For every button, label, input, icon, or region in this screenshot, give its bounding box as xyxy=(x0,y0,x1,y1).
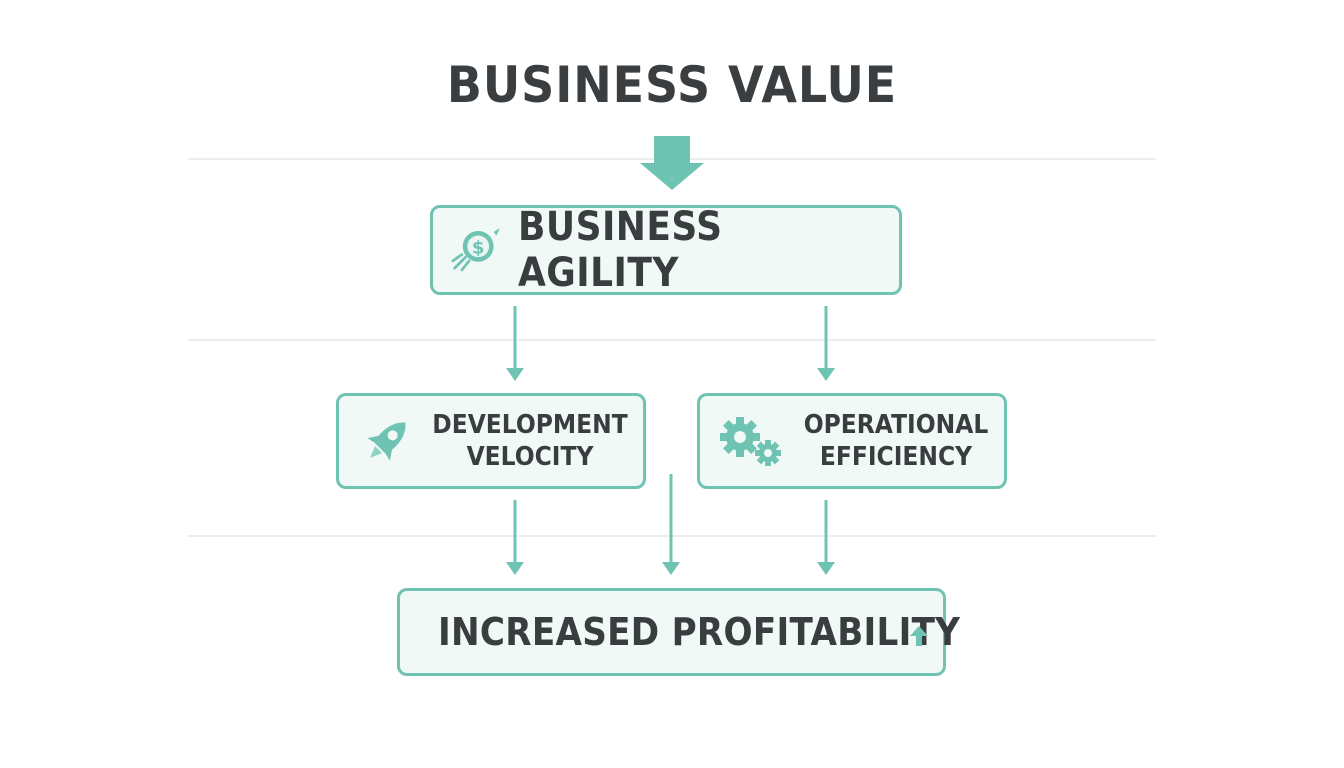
node-label: BUSINESS AGILITY xyxy=(517,204,723,296)
node-label: OPERATIONAL EFFICIENCY xyxy=(799,409,993,473)
diagram-title: BUSINESS VALUE xyxy=(446,56,898,114)
arrow-agility-to-development xyxy=(506,306,524,381)
node-increased-profitability: INCREASED PROFITABILITY xyxy=(397,588,960,676)
node-label: INCREASED PROFITABILITY xyxy=(438,610,961,654)
arrow-development-to-profit xyxy=(506,500,524,575)
node-business-agility: $ BUSINESS AGILITY xyxy=(430,204,902,296)
arrow-operations-to-profit xyxy=(817,500,835,575)
rocket-coin-icon: $ xyxy=(451,228,500,272)
svg-text:$: $ xyxy=(472,238,485,259)
arrow-agility-to-operations xyxy=(817,306,835,381)
up-arrow-icon xyxy=(910,626,928,646)
node-label-line: DEVELOPMENT xyxy=(432,410,628,440)
arrow-center-to-profit xyxy=(662,474,680,575)
node-label: DEVELOPMENT VELOCITY xyxy=(428,409,631,473)
gears-icon xyxy=(720,417,781,466)
title-down-arrow xyxy=(640,136,704,190)
node-development-velocity: DEVELOPMENT VELOCITY xyxy=(336,393,646,489)
node-label-line: OPERATIONAL xyxy=(803,410,989,440)
node-label-line: EFFICIENCY xyxy=(819,442,973,472)
guide-line xyxy=(188,339,1156,341)
node-label-line: VELOCITY xyxy=(466,442,594,472)
rocket-icon xyxy=(367,422,406,461)
node-operational-efficiency: OPERATIONAL EFFICIENCY xyxy=(697,393,1007,489)
